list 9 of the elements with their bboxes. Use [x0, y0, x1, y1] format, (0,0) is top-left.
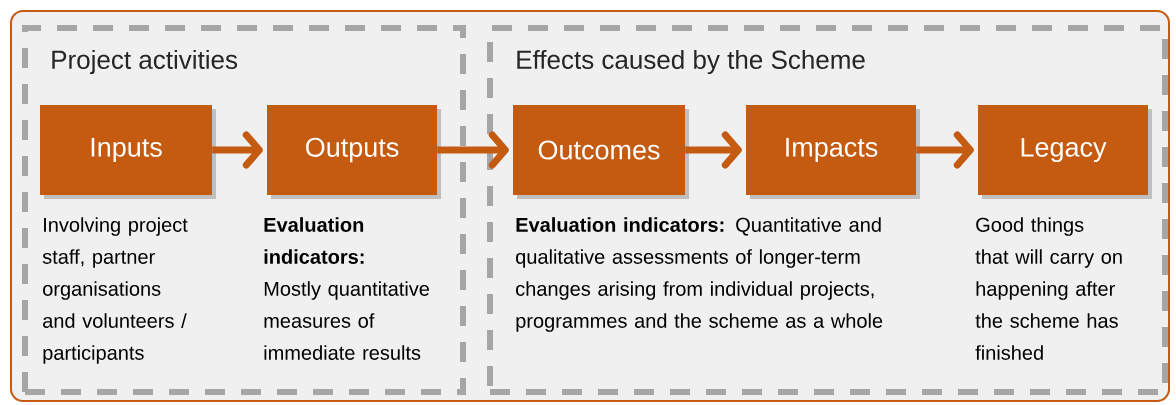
- description-text: Evaluation indicators: Mostly quantitative measures of immediate results: [264, 217, 430, 360]
- process-box: Inputs: [40, 105, 216, 199]
- process-box: Impacts: [746, 105, 920, 199]
- description-text: Good things that will carry on happening after the scheme has finished: [975, 217, 1122, 360]
- process-box: Outcomes: [513, 105, 689, 199]
- process-box: Legacy: [978, 105, 1152, 199]
- process-box: Outputs: [267, 105, 441, 199]
- description-text: Involving project staff, partner organisations and volunteers / participants: [42, 217, 188, 364]
- description-text: Evaluation indicators: Quantitative and qualitative assessments of longer-term changes arising from individual projects, programmes and the scheme as a whole: [516, 217, 883, 332]
